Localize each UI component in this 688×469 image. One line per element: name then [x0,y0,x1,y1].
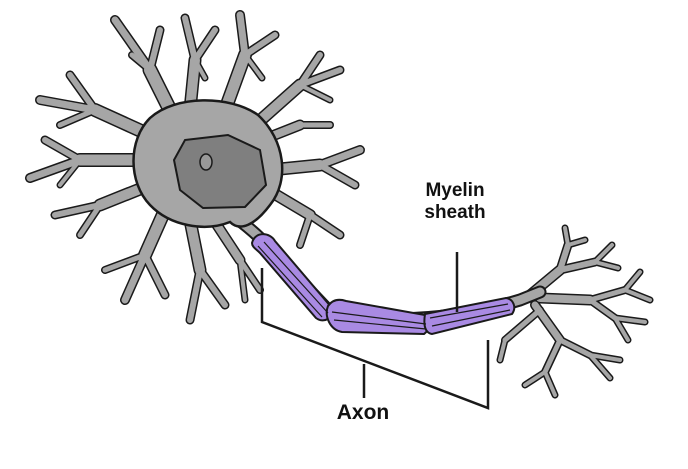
terminal-branch [623,270,642,292]
dendrite-branch [121,251,149,304]
terminal-branch [563,226,570,247]
myelin-texture-line [431,309,511,327]
dendrite-branch [317,162,358,188]
axon-bracket [260,268,490,410]
dendrite-branch [192,27,218,63]
dendrite-branch [26,156,84,182]
terminal-branch [613,316,630,342]
myelin-sheath-label: Myelin sheath [400,180,510,224]
terminal-branch [502,307,543,343]
dendrite-branch [197,267,228,308]
axon-terminals [496,224,654,399]
dendrite-branch [58,158,82,187]
myelin-texture-line [429,303,509,319]
terminal-branch [587,287,628,303]
dendrite-branch [57,107,98,128]
terminal-branch [498,338,507,362]
dendrite-branch [129,52,153,73]
dendrite-branch [67,72,98,113]
terminal-branch [593,243,614,264]
dendrite-branch [193,58,207,80]
myelin-texture-line [331,311,427,325]
myelin-label-line1: Myelin [425,180,485,201]
dendrite-branch [236,11,249,59]
dendrite-branch [316,146,364,169]
terminal-branch [557,337,593,358]
dendrite-branch [182,15,198,63]
dendrite-branch [237,257,263,293]
terminal-branch [543,370,557,397]
terminal-branch [623,288,652,302]
dendrite-branch [242,32,278,58]
myelin-texture-line [333,319,427,330]
dendrite-branch [147,27,163,73]
axon-label: Axon [336,401,390,424]
myelin-segment [325,298,430,336]
terminal-branch [593,260,620,270]
myelin-texture-line [257,245,323,318]
dendrite-branch [307,212,343,238]
dendrite-branch [297,52,323,88]
terminal-branch [588,353,612,380]
terminal-branch [588,353,622,362]
terminal-branch [613,316,647,324]
dendrite-branch [298,83,332,102]
terminal-branch [523,370,547,387]
terminal-branch [587,297,618,321]
nucleus [172,133,268,210]
terminal-branch [557,242,571,273]
dendrite-branch [42,137,83,163]
myelin-texture-lines [257,241,511,330]
dendrite-branch [77,202,103,238]
dendrite-branch [111,16,154,74]
terminal-branch [557,259,598,273]
terminal-branch [536,294,594,304]
dendrite-branch [187,267,203,323]
dendrite-branch [185,215,205,275]
dendrites [25,10,365,325]
dendrite-branch [243,53,264,80]
myelin-label-line2: sheath [424,202,486,223]
dendrite-branch [36,96,99,114]
dendrite-branch [142,252,168,298]
myelin-segment [250,233,334,322]
dendrite-branch [219,49,251,116]
dendrite-branch [139,204,171,261]
terminal-branch [542,337,563,375]
dendrite-branch [297,67,343,88]
myelin-texture-line [263,241,329,314]
nucleolus [199,153,213,171]
dendrite-branch [52,202,103,218]
dendrite-branch [238,258,247,302]
terminal-branch [566,238,587,247]
dendrite-branch [211,218,244,264]
dendrite-branch [297,212,313,248]
dendrite-branch [102,252,148,273]
